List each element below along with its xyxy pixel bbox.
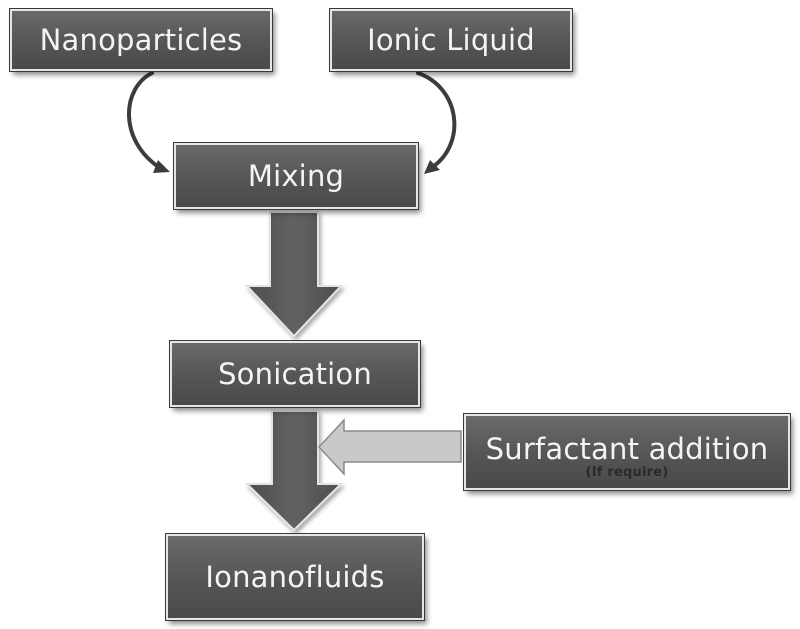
node-ionanofluids-label: Ionanofluids [205, 560, 385, 594]
side-arrow-surfactant [317, 418, 462, 476]
node-nanoparticles: Nanoparticles [9, 8, 273, 72]
node-ionanofluids: Ionanofluids [165, 533, 425, 621]
node-mixing-label: Mixing [247, 159, 345, 193]
down-arrow-mixing-to-sonication [244, 211, 344, 338]
node-ionic-liquid-label: Ionic Liquid [367, 23, 535, 57]
down-arrow-sonication-to-ionanofluids [244, 410, 344, 532]
curved-arrow-right [416, 71, 457, 174]
node-surfactant-label: Surfactant addition [485, 431, 769, 466]
node-mixing: Mixing [173, 142, 419, 210]
node-surfactant-addition: Surfactant addition (If require) [463, 413, 791, 491]
curved-arrow-left [127, 71, 170, 173]
node-nanoparticles-label: Nanoparticles [39, 23, 243, 57]
node-surfactant-note: (If require) [585, 464, 669, 480]
node-sonication: Sonication [169, 340, 421, 408]
node-ionic-liquid: Ionic Liquid [329, 8, 573, 72]
node-sonication-label: Sonication [218, 357, 372, 391]
